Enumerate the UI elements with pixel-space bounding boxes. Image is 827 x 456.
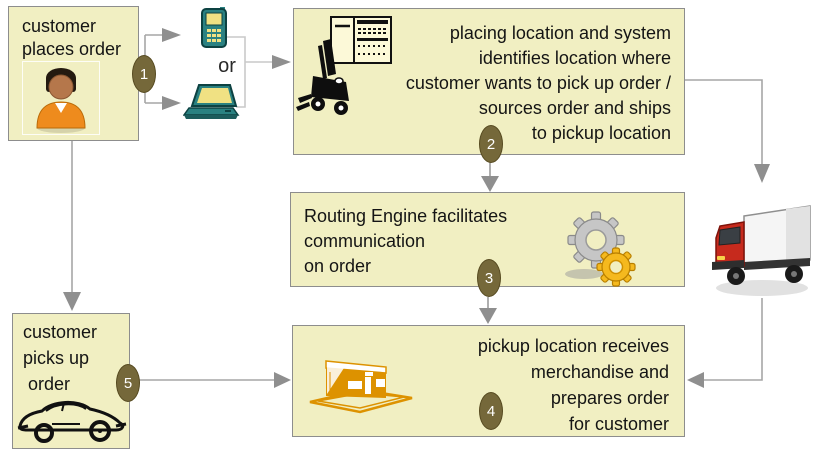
or-label: or (218, 55, 236, 77)
step-badge-2: 2 (479, 125, 503, 163)
forklift-icon (296, 39, 349, 115)
box-customer-picks-up-order-text: customer picks up order (23, 322, 98, 394)
gears-icon (565, 211, 636, 287)
delivery-truck-icon (712, 205, 811, 296)
order-form-icon (330, 16, 392, 64)
mobile-phone-icon (201, 7, 227, 48)
box-pickup-location-text: pickup location receives merchandise and… (477, 336, 669, 434)
step-badge-5: 5 (116, 364, 140, 402)
arrow-box5-to-box4 (138, 372, 291, 388)
store-icon (309, 360, 413, 414)
step-badge-4: 4 (479, 392, 503, 430)
arrow-box3-to-box4 (479, 297, 497, 324)
box-customer-picks-up-order: customer picks up order (12, 313, 130, 449)
arrow-box1-to-box5 (63, 141, 81, 311)
car-icon (17, 401, 127, 443)
avatar-frame (22, 61, 100, 135)
customer-avatar-icon (36, 68, 86, 133)
step-badge-3: 3 (477, 259, 501, 297)
box-placing-location-text: placing location and system identifies l… (405, 23, 671, 143)
box-routing-engine-text: Routing Engine facilitates communication… (304, 206, 508, 276)
arrow-box2-to-truck (685, 79, 770, 183)
step-badge-1: 1 (132, 55, 156, 93)
arrow-devices-to-box2 (227, 36, 291, 108)
box-customer-places-order-text: customer places order (22, 16, 122, 59)
laptop-icon (183, 84, 240, 119)
arrow-truck-to-box4 (687, 298, 763, 388)
